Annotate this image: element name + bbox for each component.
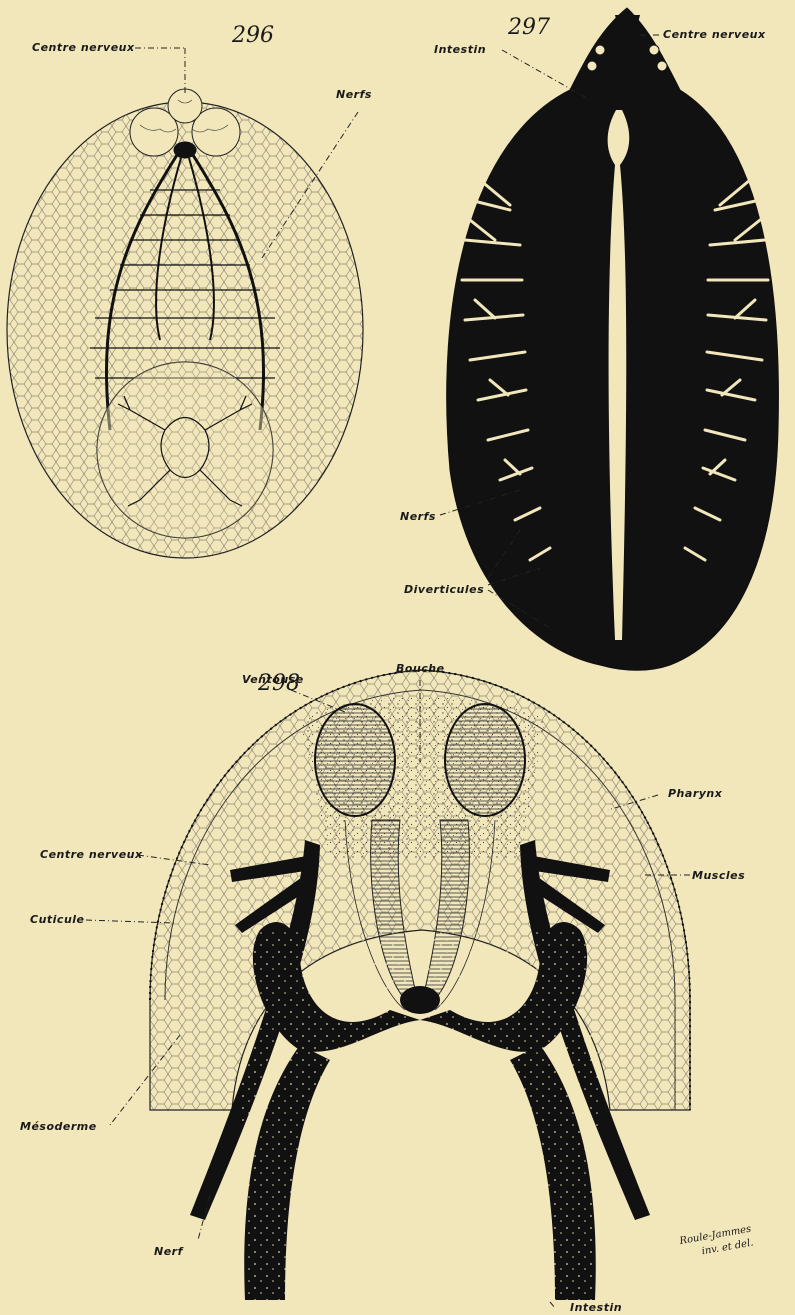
label-muscles-298: Muscles [692, 869, 745, 882]
label-pharynx-298: Pharynx [668, 787, 723, 800]
label-intestin-297: Intestin [434, 43, 486, 56]
label-nerfs-296: Nerfs [336, 88, 372, 101]
figure-297: 297 Intestin Centre nerveux Nerfs Divert… [400, 8, 778, 670]
label-centre-nerveux-298: Centre nerveux [40, 848, 143, 861]
head-lobe-top [168, 89, 202, 123]
label-nerfs-297: Nerfs [400, 510, 436, 523]
label-bouche-298: Bouche [396, 662, 445, 675]
label-centre-nerveux-296: Centre nerveux [32, 41, 135, 54]
label-intestin-298: Intestin [570, 1301, 622, 1314]
sucker-right [445, 704, 525, 816]
artist-signature: Roule-Jammes inv. et del. [678, 1224, 755, 1261]
leader-298-intestin [550, 1302, 555, 1308]
intestine-298 [240, 922, 600, 1300]
figure-number-297: 297 [507, 15, 550, 40]
label-mesoderme-298: Mésoderme [20, 1120, 97, 1133]
label-diverticules-297: Diverticules [404, 583, 484, 596]
figure-298: 298 [20, 662, 745, 1314]
label-nerf-298: Nerf [154, 1245, 184, 1258]
label-cuticule-298: Cuticule [30, 913, 85, 926]
figure-296: 296 [7, 23, 372, 558]
sucker-left [315, 704, 395, 816]
figure-number-296: 296 [231, 23, 274, 48]
label-centre-nerveux-297: Centre nerveux [663, 28, 766, 41]
label-ventouse-298: Ventouse [242, 673, 304, 686]
